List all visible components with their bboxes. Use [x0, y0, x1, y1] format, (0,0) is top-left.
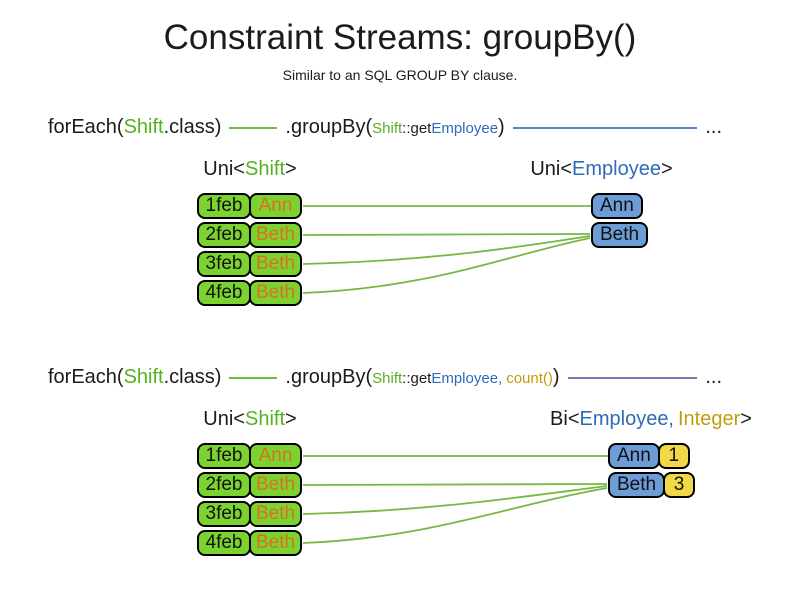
group-row: Ann 1 [608, 443, 695, 469]
group-employee-cell: Beth [608, 472, 666, 498]
shift-employee-cell: Ann [249, 443, 302, 469]
type-label-suffix: > [660, 158, 673, 180]
group-row: Beth 3 [608, 472, 696, 498]
shift-row: 2feb Beth [197, 472, 302, 498]
code-groupby-fn: .groupBy( [285, 116, 373, 138]
shift-row: 3feb Beth [197, 501, 302, 527]
type-label-bi-employee-integer: Bi<Employee,Integer> [545, 408, 757, 431]
code-key-type: Employee, [431, 370, 503, 387]
shift-date-cell: 4feb [197, 280, 251, 306]
type-label-type2: Integer [678, 408, 741, 430]
shift-date-cell: 1feb [197, 193, 251, 219]
shift-date-cell: 1feb [197, 443, 251, 469]
group-list-2: Ann 1 Beth 3 [608, 443, 696, 501]
stream-line-green [229, 376, 278, 379]
connector-line [302, 235, 591, 265]
code-foreach-fn: forEach( [48, 366, 124, 388]
code-foreach-close: .class) [163, 116, 222, 138]
shift-list-2: 1feb Ann 2feb Beth 3feb Beth 4feb Beth [197, 443, 302, 559]
group-row: Ann [591, 193, 648, 219]
shift-employee-cell: Beth [249, 251, 302, 277]
group-row: Beth [591, 222, 649, 248]
shift-row: 1feb Ann [197, 193, 302, 219]
code-key-class: Shift [372, 120, 403, 137]
code-key-class: Shift [372, 370, 403, 387]
type-label-prefix: Uni< [203, 158, 245, 180]
shift-row: 3feb Beth [197, 251, 302, 277]
code-ellipsis: ... [705, 116, 722, 138]
shift-row: 4feb Beth [197, 280, 302, 306]
connector-line [302, 485, 608, 515]
subtitle: Similar to an SQL GROUP BY clause. [282, 67, 518, 83]
connector-line [302, 233, 591, 236]
code-collector: count() [506, 370, 553, 387]
type-label-uni-employee: Uni<Employee> [524, 158, 679, 181]
shift-date-cell: 3feb [197, 501, 251, 527]
shift-date-cell: 2feb [197, 222, 251, 248]
type-label-suffix: > [285, 408, 297, 430]
code-key-method: ::get [402, 370, 432, 387]
shift-employee-cell: Ann [249, 193, 302, 219]
type-label-prefix: Uni< [530, 158, 573, 180]
type-label-type: Employee [572, 158, 661, 180]
code-foreach-arg: Shift [123, 366, 164, 388]
page-title: Constraint Streams: groupBy() [163, 18, 637, 57]
shift-employee-cell: Beth [249, 222, 302, 248]
shift-date-cell: 4feb [197, 530, 251, 556]
shift-row: 4feb Beth [197, 530, 302, 556]
type-label-type1: Employee, [579, 408, 675, 430]
shift-list-1: 1feb Ann 2feb Beth 3feb Beth 4feb Beth [197, 193, 302, 309]
code-key-type: Employee [431, 120, 499, 137]
code-foreach-close: .class) [163, 366, 222, 388]
stream-line-green [229, 126, 278, 129]
shift-employee-cell: Beth [249, 280, 302, 306]
shift-date-cell: 2feb [197, 472, 251, 498]
shift-employee-cell: Beth [249, 501, 302, 527]
code-groupby-fn: .groupBy( [285, 366, 373, 388]
code-groupby-close: ) [498, 116, 505, 138]
shift-employee-cell: Beth [249, 472, 302, 498]
shift-employee-cell: Beth [249, 530, 302, 556]
group-employee-cell: Ann [591, 193, 643, 219]
group-employee-cell: Beth [591, 222, 649, 248]
connector-line [302, 237, 591, 294]
type-label-prefix: Bi< [550, 408, 580, 430]
group-count-cell: 1 [657, 443, 690, 469]
type-label-prefix: Uni< [203, 408, 245, 430]
code-foreach-arg: Shift [123, 116, 164, 138]
type-label-uni-shift-2: Uni<Shift> [197, 408, 303, 431]
code-groupby-close: ) [552, 366, 560, 388]
group-employee-cell: Ann [608, 443, 660, 469]
code-line-2: forEach(Shift.class) .groupBy(Shift::get… [48, 366, 722, 389]
shift-row: 1feb Ann [197, 443, 302, 469]
type-label-uni-shift-1: Uni<Shift> [197, 158, 303, 181]
type-label-type: Shift [244, 408, 286, 430]
type-label-type: Shift [244, 158, 286, 180]
type-label-suffix: > [285, 158, 297, 180]
group-count-cell: 3 [663, 472, 696, 498]
stream-line-purple [567, 376, 698, 379]
connector-line [302, 483, 608, 486]
group-list-1: Ann Beth [591, 193, 649, 251]
type-label-suffix: > [740, 408, 752, 430]
connector-line [302, 487, 608, 544]
code-foreach-fn: forEach( [48, 116, 124, 138]
shift-row: 2feb Beth [197, 222, 302, 248]
shift-date-cell: 3feb [197, 251, 251, 277]
code-ellipsis: ... [705, 366, 722, 388]
stream-line-blue [512, 126, 698, 129]
code-key-method: ::get [402, 120, 432, 137]
code-line-1: forEach(Shift.class) .groupBy(Shift::get… [48, 116, 722, 139]
